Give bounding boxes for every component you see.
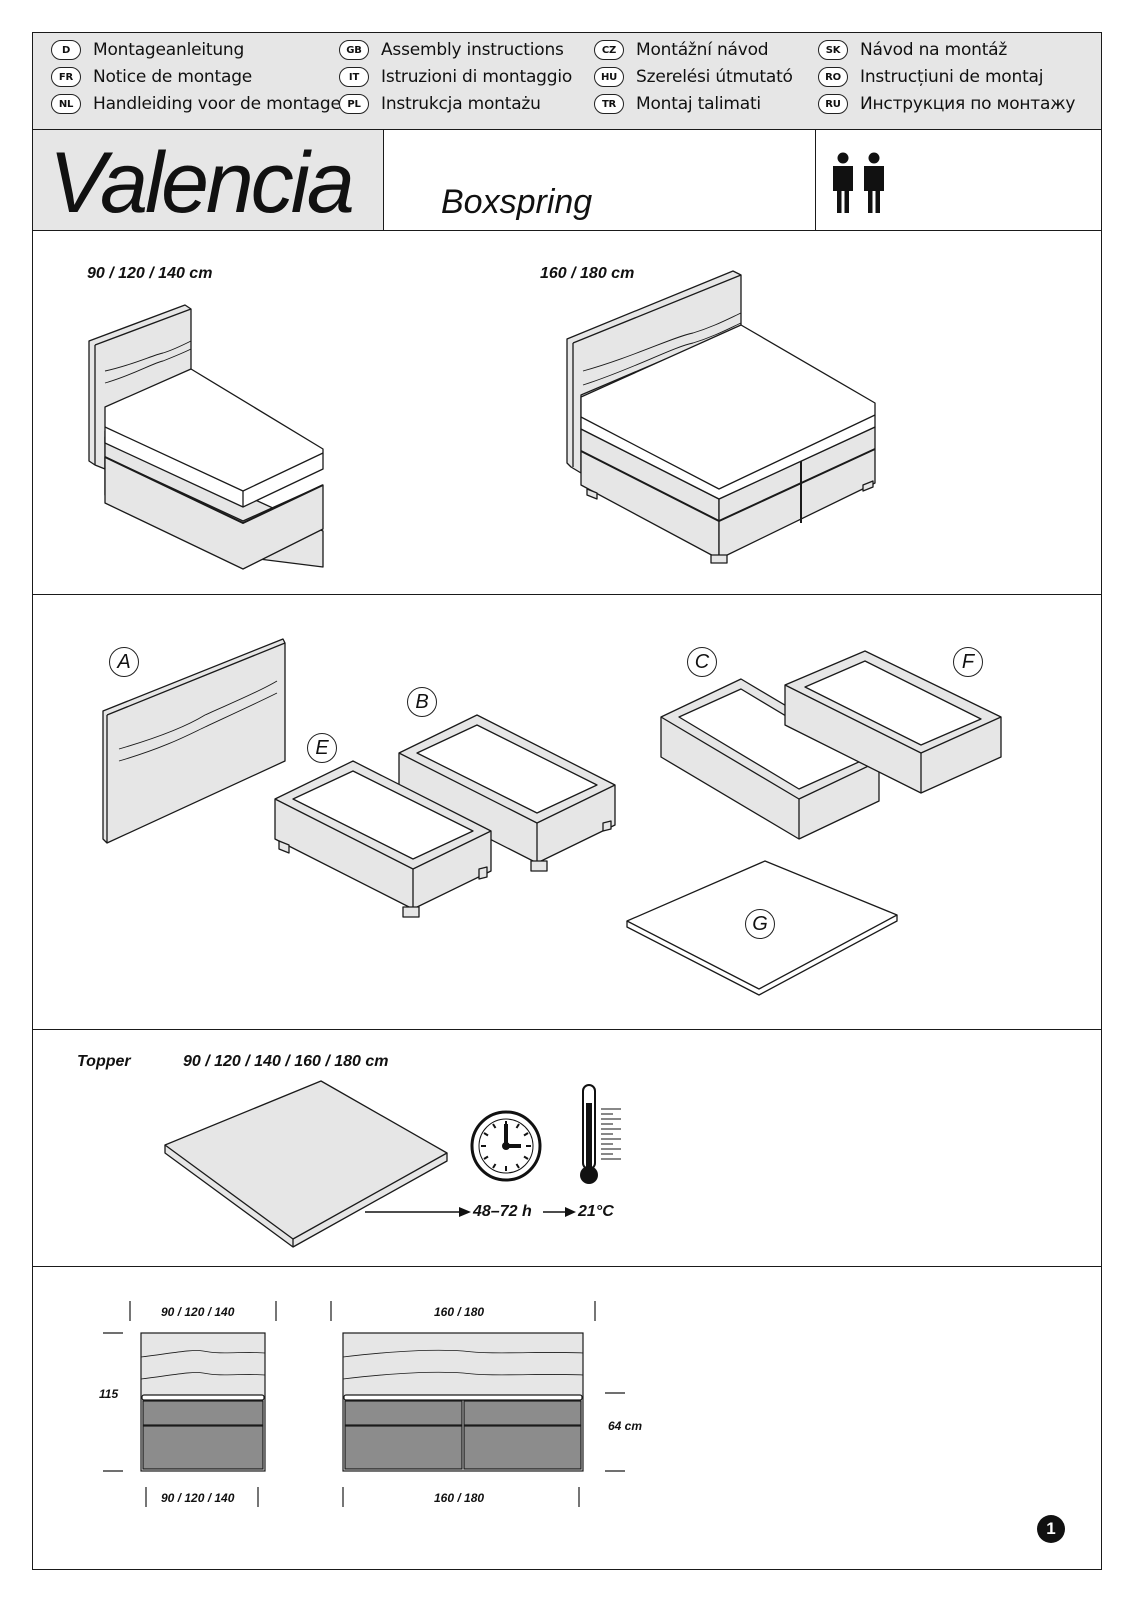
part-e-box [274,760,492,918]
language-item: NL Handleiding voor de montage [51,94,341,114]
language-text: Notice de montage [93,67,253,87]
language-code-badge: SK [818,40,848,60]
language-code-badge: CZ [594,40,624,60]
language-text: Návod na montáž [860,40,1008,60]
language-item: IT Istruzioni di montaggio [339,67,572,87]
part-letter: E [315,736,329,759]
part-label-f: F [953,647,983,677]
part-c-box [660,678,880,840]
language-text: Szerelési útmutató [636,67,793,87]
language-code-badge: D [51,40,81,60]
divider [33,230,1101,231]
part-label-g: G [745,909,775,939]
language-code-badge: FR [51,67,81,87]
topper-label: Topper [77,1053,131,1070]
language-text: Instrucțiuni de montaj [860,67,1044,87]
language-text: Handleiding voor de montage [93,94,341,114]
part-label-c: C [687,647,717,677]
language-item: RO Instrucțiuni de montaj [818,67,1043,87]
part-letter: G [752,912,768,935]
topper-illustration [164,1080,448,1248]
double-bed-illustration [566,270,876,564]
language-text: Assembly instructions [381,40,564,60]
size-label-small: 90 / 120 / 140 cm [87,265,213,282]
language-code-badge: TR [594,94,624,114]
part-label-e: E [307,733,337,763]
instruction-sheet: D Montageanleitung FR Notice de montage NL… [32,32,1102,1570]
thermometer-icon [580,1084,621,1184]
divider [33,594,1101,595]
arrow-right-icon [365,1207,471,1217]
page-number: 1 [1037,1515,1065,1543]
language-text: Istruzioni di montaggio [381,67,573,87]
language-item: GB Assembly instructions [339,40,564,60]
divider [815,130,816,231]
language-code-badge: RO [818,67,848,87]
language-text: Инструкция по монтажу [860,94,1076,114]
part-label-a: A [109,647,139,677]
part-letter: B [415,690,429,713]
height-label: 115 [99,1387,119,1401]
part-letter: C [694,650,710,673]
divider [33,129,1101,130]
language-item: HU Szerelési útmutató [594,67,793,87]
two-persons-icon [833,152,884,213]
part-b-box [398,714,616,872]
width-label-small-bottom: 90 / 120 / 140 [161,1491,235,1505]
language-code-badge: HU [594,67,624,87]
language-code-badge: IT [339,67,369,87]
language-item: TR Montaj talimati [594,94,761,114]
language-code-badge: RU [818,94,848,114]
language-item: FR Notice de montage [51,67,252,87]
part-letter: F [961,650,975,673]
language-item: RU Инструкция по монтажу [818,94,1075,114]
language-item: SK Návod na montáž [818,40,1007,60]
width-label-large-top: 160 / 180 [434,1305,485,1319]
part-f-box [784,650,1002,794]
product-title-box: Valencia [33,130,384,231]
language-item: D Montageanleitung [51,40,244,60]
language-item: PL Instrukcja montażu [339,94,541,114]
dimension-drawing [103,1301,625,1507]
language-code-badge: NL [51,94,81,114]
language-code-badge: PL [339,94,369,114]
language-text: Instrukcja montażu [381,94,541,114]
language-item: CZ Montážní návod [594,40,769,60]
part-label-b: B [407,687,437,717]
part-a-headboard [102,638,286,844]
language-text: Montageanleitung [93,40,245,60]
divider [33,1266,1101,1267]
wait-time: 48–72 h [473,1203,532,1220]
product-type: Boxspring [441,183,593,221]
width-label-large-bottom: 160 / 180 [434,1491,485,1505]
bed-height-label: 64 cm [608,1419,643,1433]
divider [33,1029,1101,1030]
language-text: Montaj talimati [636,94,761,114]
arrow-right-icon [543,1207,576,1217]
language-text: Montážní návod [636,40,769,60]
topper-sizes: 90 / 120 / 140 / 160 / 180 cm [183,1053,389,1070]
size-label-large: 160 / 180 cm [540,265,635,282]
width-label-small-top: 90 / 120 / 140 [161,1305,235,1319]
language-header: D Montageanleitung FR Notice de montage NL… [33,33,1101,130]
language-code-badge: GB [339,40,369,60]
product-name: Valencia [49,135,355,231]
single-bed-illustration [88,304,324,570]
room-temperature: 21°C [578,1203,614,1220]
part-letter: A [117,650,131,673]
clock-icon [470,1110,542,1182]
